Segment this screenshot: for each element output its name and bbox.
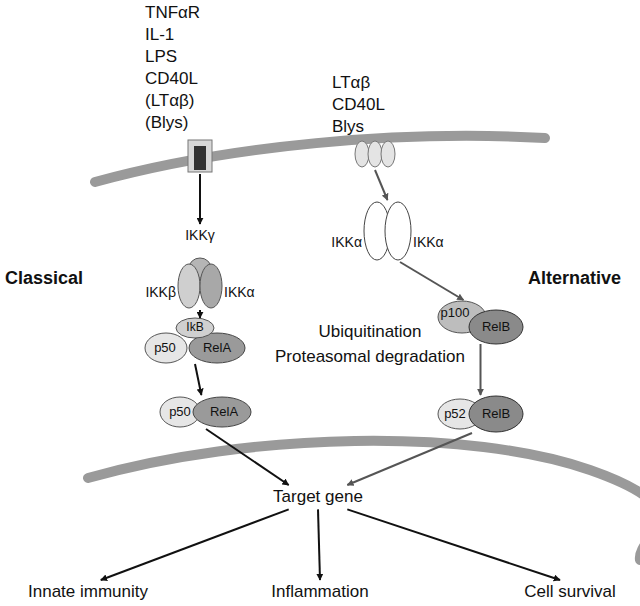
protein-label: p50: [162, 404, 198, 420]
ikk-label: IKKγ: [180, 227, 220, 244]
pathway-node: p100RelB: [438, 300, 523, 344]
ikk-alpha-subunit: [200, 264, 222, 308]
pathway-title: Alternative: [528, 268, 621, 290]
ligand-list: TNFαR IL-1 LPS CD40L (LTαβ) (Blys): [145, 2, 203, 134]
protein-label: RelB: [474, 319, 518, 335]
text-node: Cell survival: [520, 580, 620, 604]
ikk-label: IKKβ: [140, 284, 176, 301]
pathway-arrow: [400, 262, 464, 300]
protein-label: RelB: [474, 406, 518, 422]
protein-label: p100: [438, 305, 472, 321]
receptor-lobe: [355, 141, 369, 167]
pathway-node: p50RelA: [160, 395, 252, 429]
text-node: Target gene: [269, 485, 367, 509]
ikb-subunit: [176, 318, 214, 338]
pathway-arrow: [318, 509, 320, 580]
outcome-label: Inflammation: [271, 582, 368, 602]
cell-membrane: [95, 136, 545, 182]
receptor-lobe: [368, 141, 382, 167]
ikk-alpha-subunit: [385, 202, 411, 260]
ikk-label: IKKα: [224, 284, 260, 301]
pathway-arrow: [101, 509, 289, 580]
receptor-lobe: [381, 141, 395, 167]
pathway-node: p50 IkB RelA: [145, 318, 245, 364]
pathway-node: p52RelB: [438, 395, 523, 433]
receptor-core: [194, 146, 206, 170]
pathway-arrow: [206, 429, 289, 485]
ikk-beta-subunit: [178, 264, 200, 308]
pathway-arrow: [375, 170, 388, 200]
protein-label: IkB: [178, 320, 212, 334]
p50-subunit: [145, 333, 187, 363]
pathway-arrow: [480, 344, 482, 395]
pathway-arrow: [195, 364, 201, 395]
pathway-node: IKKγIKKβ IKKα: [140, 224, 260, 310]
relb-subunit: [469, 310, 523, 344]
text-node: Inflammation: [267, 580, 372, 604]
nuclear-membrane: [88, 441, 640, 560]
protein-label: RelA: [200, 404, 248, 420]
text-node: Innate immunity: [24, 580, 152, 604]
pathway-node: LTαβ CD40L Blys: [320, 72, 430, 170]
pathway-node: IKKα IKKα: [325, 200, 450, 262]
relb-subunit: [469, 396, 523, 432]
ikk-label: IKKα: [413, 234, 450, 251]
pathway-title: Classical: [5, 268, 83, 290]
outcome-label: Innate immunity: [28, 582, 148, 602]
pathway-arrow: [347, 433, 472, 485]
process-note: Proteasomal degradation: [250, 347, 490, 367]
ikk-label: IKKα: [325, 234, 362, 251]
node-shape: [325, 200, 450, 262]
outcome-label: Cell survival: [524, 582, 616, 602]
receptor-outer: [188, 140, 212, 172]
process-note: Ubiquitination: [250, 322, 490, 342]
protein-label: RelA: [195, 340, 239, 356]
pathway-arrow: [199, 174, 201, 224]
pathway-node: TNFαR IL-1 LPS CD40L (LTαβ) (Blys): [145, 2, 255, 174]
pathway-arrow: [199, 310, 201, 318]
target-gene-label: Target gene: [273, 487, 363, 507]
protein-label: p50: [147, 340, 183, 356]
pathway-arrow: [347, 509, 560, 580]
rela-subunit: [193, 397, 251, 427]
protein-label: p52: [438, 406, 472, 422]
ligand-list: LTαβ CD40L Blys: [332, 72, 390, 138]
